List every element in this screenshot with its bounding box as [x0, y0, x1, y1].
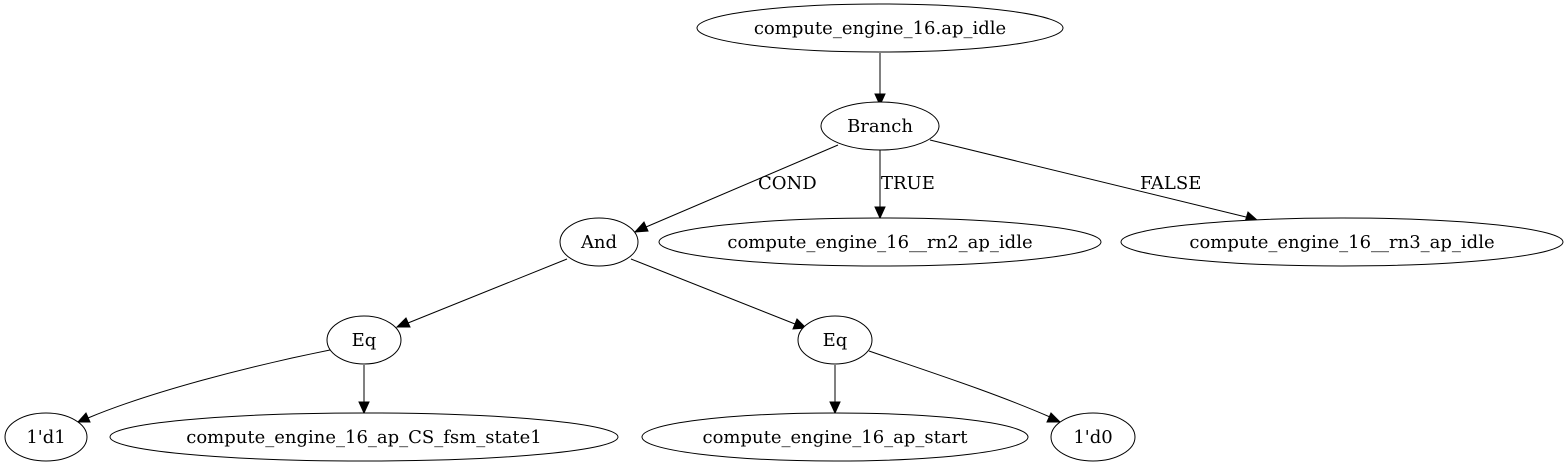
node-label: Eq: [352, 330, 377, 351]
node-eq-right: Eq: [797, 315, 873, 365]
edge-eq2-to-1d0: [868, 350, 1062, 423]
node-1d1: 1'd1: [4, 412, 88, 462]
edge-branch-to-rn2: TRUE: [874, 150, 935, 220]
node-1d0: 1'd0: [1050, 412, 1136, 462]
edge-branch-to-rn3: FALSE: [929, 139, 1259, 223]
edge-label-cond: COND: [758, 173, 817, 194]
edge-root-to-branch: [874, 53, 886, 107]
node-fsm-state: compute_engine_16_ap_CS_fsm_state1: [109, 412, 619, 462]
node-eq-left: Eq: [326, 315, 402, 365]
node-label: compute_engine_16_ap_CS_fsm_state1: [186, 427, 542, 448]
nodes: compute_engine_16.ap_idle Branch And com…: [4, 3, 1564, 462]
edge-and-to-eq1: [395, 258, 568, 328]
node-label: compute_engine_16_ap_start: [703, 427, 969, 448]
edge-eq1-to-1d1: [76, 349, 331, 423]
node-label: Eq: [823, 330, 848, 351]
node-ap-start: compute_engine_16_ap_start: [641, 412, 1029, 462]
node-rn3: compute_engine_16__rn3_ap_idle: [1120, 217, 1564, 267]
edge-and-to-eq2: [630, 258, 808, 330]
edge-label-true: TRUE: [881, 173, 935, 194]
node-branch: Branch: [820, 101, 940, 151]
node-label: compute_engine_16__rn2_ap_idle: [727, 232, 1032, 253]
node-label: compute_engine_16.ap_idle: [754, 18, 1006, 39]
edges: COND TRUE FALSE: [76, 53, 1259, 423]
node-label: And: [580, 232, 617, 253]
node-label: compute_engine_16__rn3_ap_idle: [1189, 232, 1494, 253]
node-rn2: compute_engine_16__rn2_ap_idle: [658, 217, 1102, 267]
node-label: 1'd1: [26, 427, 65, 448]
node-root: compute_engine_16.ap_idle: [696, 3, 1064, 53]
edge-branch-to-and: COND: [633, 144, 839, 233]
node-label: 1'd0: [1073, 427, 1112, 448]
edge-eq2-to-start: [829, 365, 841, 415]
edge-label-false: FALSE: [1140, 173, 1201, 194]
edge-eq1-to-fsm: [358, 365, 370, 415]
node-label: Branch: [847, 116, 913, 137]
node-and: And: [559, 217, 639, 267]
